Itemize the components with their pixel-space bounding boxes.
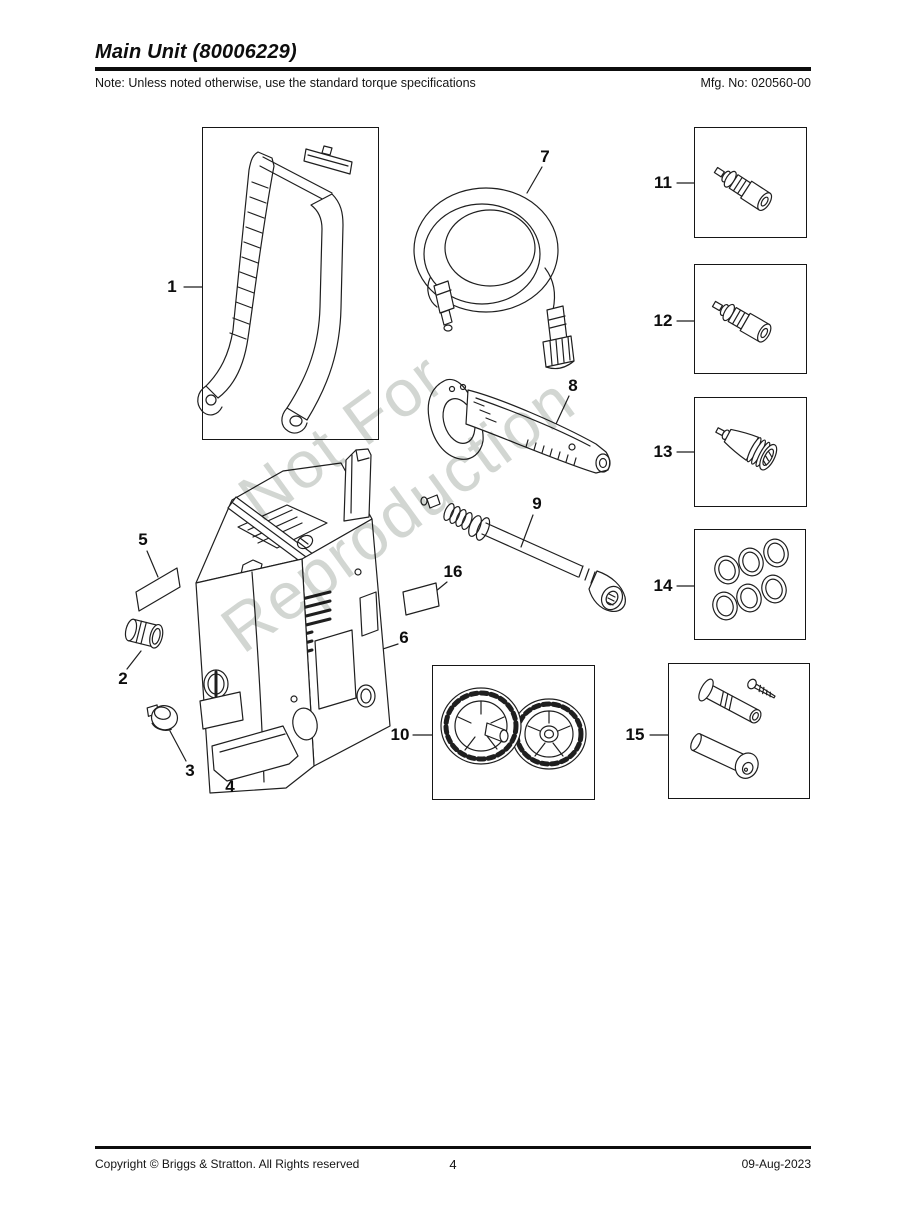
footer-copyright: Copyright © Briggs & Stratton. All Right… [95, 1157, 360, 1171]
part-box-15 [668, 663, 810, 799]
leader-line-9 [520, 514, 534, 548]
callout-3: 3 [185, 761, 195, 780]
part-16-label-drawing [402, 582, 440, 616]
footer-divider [95, 1146, 811, 1149]
page-title: Main Unit (80006229) [95, 41, 297, 63]
callout-14: 14 [653, 576, 673, 595]
callout-8: 8 [568, 376, 578, 395]
leader-line-2 [126, 650, 142, 670]
footer-row: Copyright © Briggs & Stratton. All Right… [95, 1157, 811, 1171]
leader-line-7 [526, 166, 543, 194]
callout-13: 13 [653, 442, 673, 461]
callout-4: 4 [225, 777, 235, 796]
part-9-wand-drawing [420, 494, 626, 612]
part-box-12 [694, 264, 807, 374]
leader-line-6 [343, 643, 399, 663]
part-box-1 [202, 127, 379, 440]
part-5-label-drawing [135, 567, 181, 612]
main-unit-drawing [195, 448, 391, 794]
callout-15: 15 [625, 725, 645, 744]
part-box-10 [432, 665, 595, 800]
part-7-hose-drawing [413, 187, 575, 370]
leader-line-5 [146, 550, 159, 578]
callout-12: 12 [653, 311, 673, 330]
part-box-14 [694, 529, 806, 640]
part-8-gun-drawing [427, 378, 611, 474]
footer-page-number: 4 [449, 1157, 457, 1172]
callout-11: 11 [654, 173, 672, 192]
header-note-row: Note: Unless noted otherwise, use the st… [95, 76, 811, 90]
callout-7: 7 [540, 147, 550, 166]
callout-16: 16 [443, 562, 463, 581]
callout-5: 5 [138, 530, 148, 549]
callout-1: 1 [167, 277, 177, 296]
callout-10: 10 [390, 725, 410, 744]
part-box-11 [694, 127, 807, 238]
leader-line-3 [169, 730, 187, 762]
leader-line-16 [429, 581, 448, 597]
footer-date: 09-Aug-2023 [741, 1157, 811, 1171]
part-3-knob-drawing [146, 704, 179, 731]
leader-line-8 [555, 395, 570, 425]
header-divider [95, 67, 811, 71]
callout-9: 9 [532, 494, 542, 513]
torque-note: Note: Unless noted otherwise, use the st… [95, 76, 476, 90]
part-2-coupling-drawing [124, 618, 164, 649]
mfg-number: Mfg. No: 020560-00 [700, 76, 812, 90]
callout-2: 2 [118, 669, 128, 688]
part-box-13 [694, 397, 807, 507]
leader-line-4 [221, 713, 232, 778]
callout-6: 6 [399, 628, 409, 647]
